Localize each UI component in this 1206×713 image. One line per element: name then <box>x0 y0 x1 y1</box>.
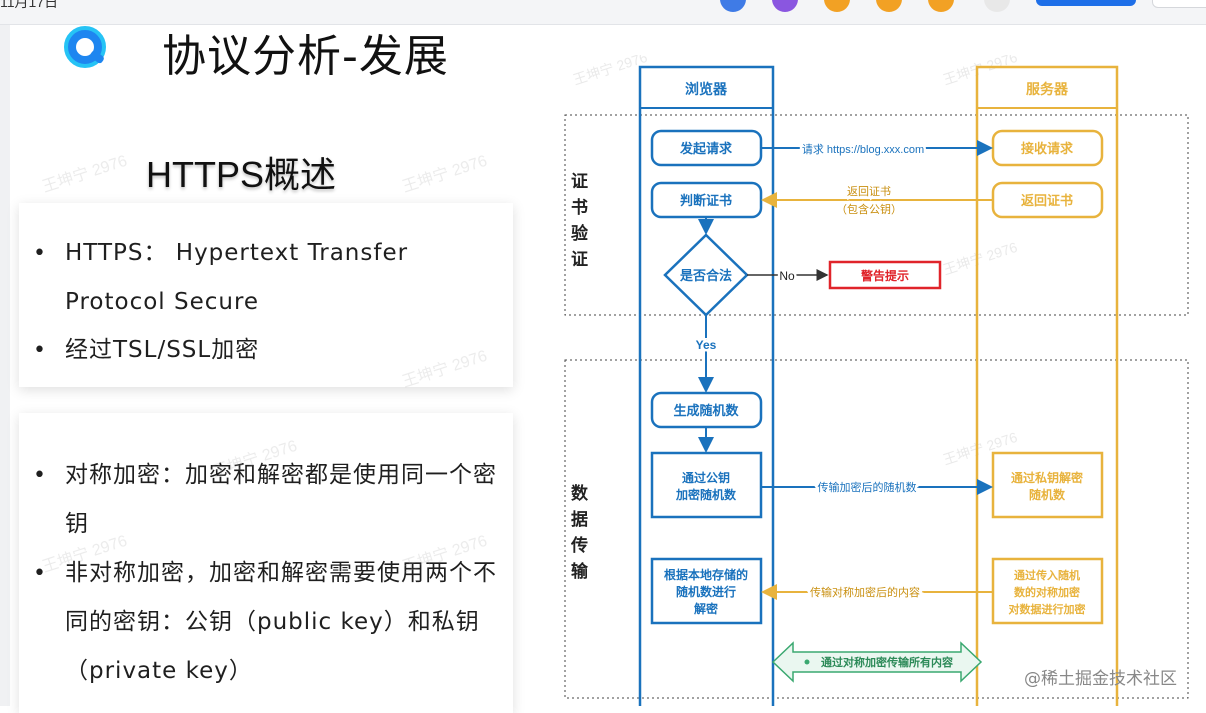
browser-lane-title: 浏览器 <box>685 81 728 97</box>
step-receive-label: 接收请求 <box>1021 141 1074 156</box>
avatar[interactable] <box>928 0 954 12</box>
sym-transfer-arrow <box>771 641 983 683</box>
section-label-char: 证 <box>571 250 588 269</box>
watermark: 王坤宁 2976 <box>941 239 1019 278</box>
bullet-item: • HTTPS： Hypertext Transfer Protocol Sec… <box>33 229 505 327</box>
step-decrypt-random-line2: 随机数 <box>1029 487 1066 502</box>
cert-section-box <box>564 114 1189 316</box>
watermark: 王坤宁 2976 <box>571 55 649 88</box>
bullet-item: • 对称加密：加密和解密都是使用同一个密钥 <box>33 451 505 549</box>
decision-valid-label: 是否合法 <box>679 268 732 283</box>
warning-box <box>828 260 942 290</box>
step-encrypt-random-line2: 加密随机数 <box>675 487 737 502</box>
section-label-char: 验 <box>571 223 589 243</box>
date-label: 11月17日 <box>0 0 59 10</box>
section-subtitle: HTTPS概述 <box>146 154 337 195</box>
share-button[interactable] <box>1036 0 1136 6</box>
return-cert-label-line2: （包含公钥） <box>836 202 902 216</box>
server-lane <box>975 65 1119 706</box>
step-encrypt-content-line2: 数的对称加密 <box>1014 585 1080 599</box>
section-label-char: 传 <box>570 535 588 555</box>
section-label-char: 输 <box>571 561 589 581</box>
section-label-char: 书 <box>571 198 588 217</box>
sym-transfer-label: 通过对称加密传输所有内容 <box>821 655 953 669</box>
step-decrypt-content-line3: 解密 <box>694 601 718 616</box>
https-flow-diagram: 王坤宁 2976 王坤宁 2976 王坤宁 2976 王坤宁 2976 证 书 … <box>564 55 1189 706</box>
watermark: 王坤宁 2976 <box>40 152 130 197</box>
step-encrypt-random-line1: 通过公钥 <box>682 470 730 485</box>
source-watermark: @稀土掘金技术社区 <box>1024 669 1177 689</box>
cert-section-label: 证 书 验 证 <box>571 172 589 269</box>
bullet-marker: • <box>33 338 47 363</box>
step-request-label: 发起请求 <box>679 141 733 156</box>
yes-label: Yes <box>696 338 717 352</box>
section-label-char: 据 <box>571 509 588 529</box>
warning-label: 警告提示 <box>860 268 909 283</box>
bullet-dot-icon <box>804 659 810 665</box>
send-random-label: 传输加密后的随机数 <box>818 480 917 494</box>
no-label: No <box>779 269 795 283</box>
server-lane-title: 服务器 <box>1026 81 1069 97</box>
bullet-card <box>19 203 513 387</box>
send-content-label: 传输对称加密后的内容 <box>810 585 920 599</box>
step-check-cert-label: 判断证书 <box>680 193 732 208</box>
bullet-marker: • <box>33 241 47 266</box>
app-logo-icon <box>64 26 106 68</box>
watermark: 王坤宁 2976 <box>941 55 1019 88</box>
avatar[interactable] <box>772 0 798 12</box>
step-receive <box>991 129 1104 167</box>
bullet-item: • 经过TSL/SSL加密 <box>33 326 505 375</box>
watermark: 王坤宁 2976 <box>400 152 490 197</box>
bullet-item: • 非对称加密，加密和解密需要使用两个不同的密钥：公钥（public key）和… <box>33 549 505 696</box>
step-gen-random-label: 生成随机数 <box>673 403 739 418</box>
bullet-text: 非对称加密，加密和解密需要使用两个不同的密钥：公钥（public key）和私钥… <box>65 560 497 684</box>
step-encrypt-content-line1: 通过传入随机 <box>1014 568 1080 582</box>
step-decrypt-content <box>650 557 763 625</box>
browser-top-strip: 11月17日 <box>0 0 1206 25</box>
bullet-marker: • <box>33 561 47 586</box>
bullet-text: 对称加密：加密和解密都是使用同一个密钥 <box>65 462 497 537</box>
step-encrypt-random <box>650 451 763 519</box>
bullet-marker: • <box>33 463 47 488</box>
step-decrypt-random <box>991 451 1104 519</box>
browser-lane <box>638 65 775 706</box>
slide-title: 协议分析-发展 <box>162 31 449 82</box>
left-rail <box>0 25 10 706</box>
bullet-text: HTTPS： Hypertext Transfer Protocol Secur… <box>65 240 409 315</box>
step-decrypt-content-line2: 随机数进行 <box>676 584 736 599</box>
more-button[interactable] <box>1152 0 1206 8</box>
request-arrow-label: 请求 https://blog.xxx.com <box>802 143 924 156</box>
step-decrypt-content-line1: 根据本地存储的 <box>664 567 748 582</box>
data-section-label: 数 据 传 输 <box>570 483 589 581</box>
avatar[interactable] <box>720 0 746 12</box>
avatar[interactable] <box>824 0 850 12</box>
data-section-box <box>564 359 1189 699</box>
bullet-card <box>19 413 513 713</box>
bullet-text: 经过TSL/SSL加密 <box>65 337 260 363</box>
section-label-char: 证 <box>571 172 588 191</box>
return-cert-label-line1: 返回证书 <box>847 185 891 198</box>
section-label-char: 数 <box>571 483 589 503</box>
step-encrypt-content-line3: 对数据进行加密 <box>1009 602 1086 616</box>
step-decrypt-random-line1: 通过私钥解密 <box>1011 470 1083 485</box>
avatar[interactable] <box>984 0 1010 12</box>
avatar[interactable] <box>876 0 902 12</box>
step-return-cert-label: 返回证书 <box>1021 193 1073 208</box>
